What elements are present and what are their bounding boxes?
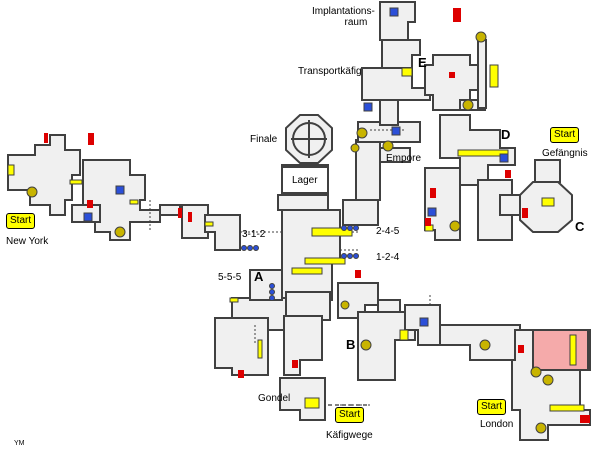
code-124-label: 1-2-4: [376, 252, 400, 263]
key-items: [26, 31, 554, 434]
kaefigwege-label: Käfigwege: [326, 430, 373, 441]
marker-c: C: [575, 219, 585, 234]
finale-cross: [291, 120, 327, 158]
london-label: London: [480, 419, 514, 430]
transportkaefig-label: Transportkäfig: [298, 66, 362, 77]
start-gefaengnis: Start: [550, 127, 580, 143]
empore-label: Empore: [386, 153, 422, 164]
door-markers: [7, 64, 585, 412]
lager-label: Lager: [292, 175, 318, 186]
author-mark: YM: [14, 440, 25, 447]
marker-b: B: [346, 337, 356, 352]
marker-d: D: [501, 127, 511, 142]
code-312-label: 3-1-2: [242, 229, 266, 240]
gefaengnis-label: Gefängnis: [542, 148, 588, 159]
new-york-label: New York: [6, 236, 49, 247]
implantationsraum-line1: Implantations-: [312, 6, 375, 17]
implantationsraum-label: Implantations- raum: [312, 6, 375, 28]
lager-room: [281, 166, 329, 194]
implantationsraum-line2: raum: [344, 17, 368, 28]
code-245-label: 2-4-5: [376, 226, 400, 237]
locked-doors: [44, 8, 590, 423]
marker-a: A: [254, 269, 264, 284]
code-555-label: 5-5-5: [218, 272, 242, 283]
start-kaefigwege: Start: [335, 407, 365, 423]
start-new-york: Start: [6, 213, 36, 229]
switch-markers: [83, 7, 509, 327]
start-london: Start: [477, 399, 507, 415]
marker-e: E: [418, 55, 427, 70]
finale-label: Finale: [250, 134, 278, 145]
gondel-label: Gondel: [258, 393, 291, 404]
